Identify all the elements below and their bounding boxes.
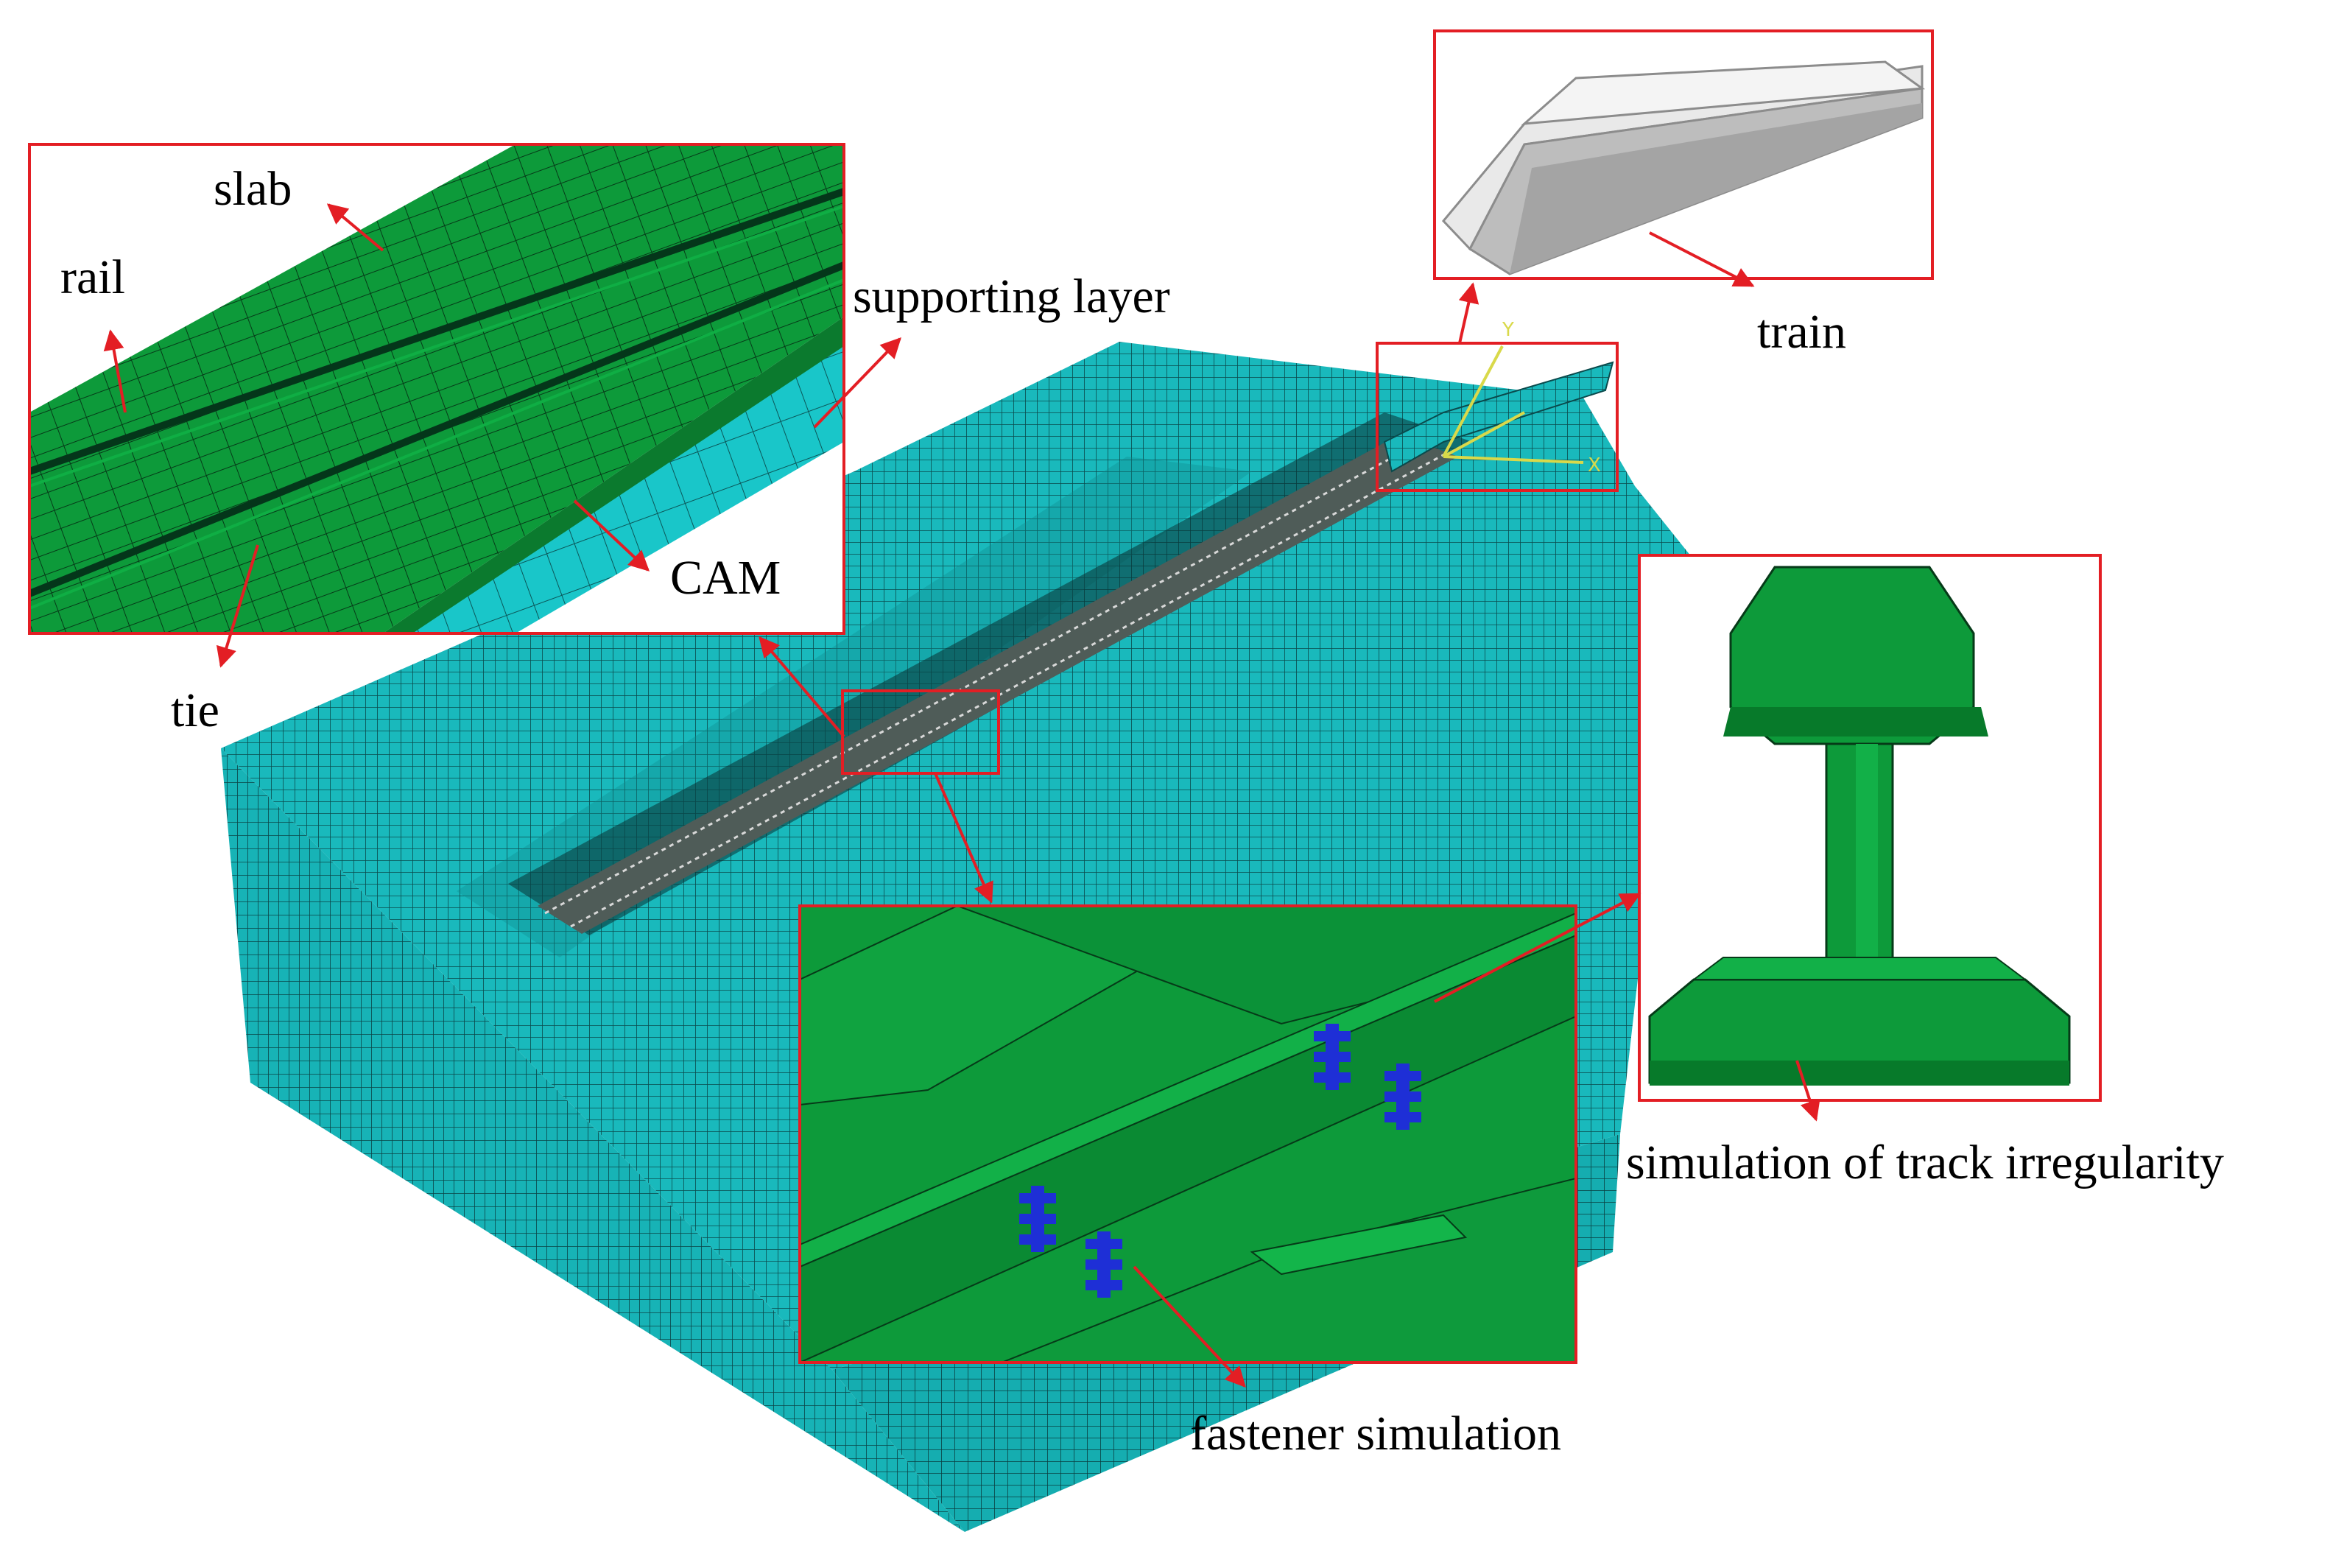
fastener-marker bbox=[1019, 1024, 1421, 1298]
axis-triad: Y X bbox=[1442, 319, 1601, 477]
label-train: train bbox=[1757, 305, 1846, 359]
inset-track-structure-border bbox=[28, 143, 845, 635]
embedded-track bbox=[538, 435, 1458, 934]
inset-fastener-border bbox=[798, 904, 1577, 1364]
train-highlight-box bbox=[1376, 342, 1619, 492]
inset-train bbox=[1433, 29, 1934, 280]
label-tie: tie bbox=[171, 683, 219, 737]
axis-y-label: Y bbox=[1502, 319, 1514, 341]
label-fastener-simulation: fastener simulation bbox=[1190, 1407, 1562, 1460]
mesh-left-face bbox=[221, 748, 965, 1532]
label-cam: CAM bbox=[670, 551, 781, 605]
label-rail: rail bbox=[60, 250, 125, 304]
axis-x-label: X bbox=[1588, 454, 1601, 477]
label-track-irregularity: simulation of track irregularity bbox=[1626, 1136, 2224, 1189]
label-slab: slab bbox=[214, 162, 292, 216]
inset-rail-section-border bbox=[1638, 554, 2102, 1102]
inset-fastener bbox=[800, 906, 1576, 1363]
label-supporting-layer: supporting layer bbox=[853, 270, 1170, 323]
leader-arrows bbox=[103, 203, 1820, 1388]
track-highlight-box bbox=[841, 689, 1000, 775]
train-on-track bbox=[1383, 361, 1614, 473]
inset-rail-section bbox=[1639, 555, 2100, 1100]
inset-track-structure bbox=[29, 144, 844, 633]
